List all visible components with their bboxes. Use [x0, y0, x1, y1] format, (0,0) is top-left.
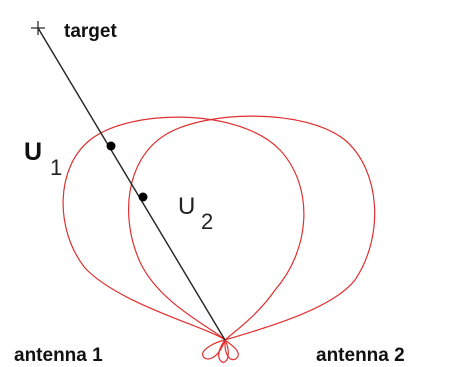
u2-label: U	[178, 193, 195, 220]
antenna-2-label: antenna 2	[316, 345, 405, 366]
u1-subscript: 1	[50, 155, 62, 180]
antenna-1-back-lobe	[202, 339, 226, 360]
antenna-2-pattern-lobe	[127, 115, 376, 341]
point-u1	[106, 141, 116, 151]
center-back-lobe	[218, 338, 229, 363]
antenna-1-label: antenna 1	[14, 345, 103, 366]
antenna-1-pattern-lobe	[62, 116, 305, 341]
u1-label: U	[24, 138, 42, 166]
antenna-2-back-lobe	[224, 338, 239, 361]
u2-subscript: 2	[201, 209, 213, 234]
target-cross-icon	[31, 21, 45, 35]
target-label: target	[64, 21, 117, 42]
point-u2	[138, 192, 148, 202]
target-direction-line	[37, 27, 226, 341]
